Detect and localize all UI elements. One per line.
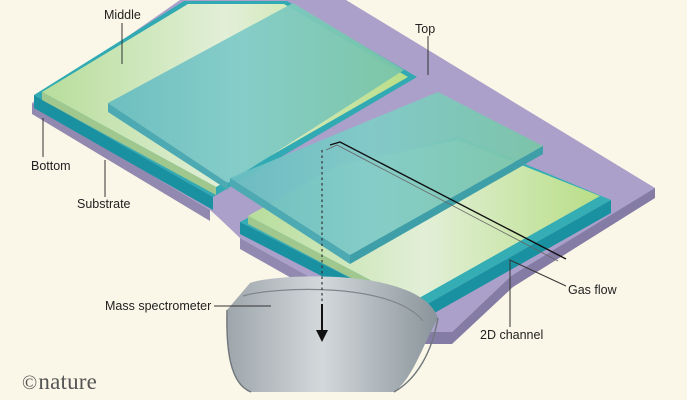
label-gas-flow: Gas flow bbox=[568, 283, 618, 297]
2d-channel-line bbox=[325, 141, 567, 262]
flow-direction-arrow bbox=[316, 150, 328, 342]
copyright-symbol: © bbox=[22, 372, 38, 394]
label-mass-spectrometer: Mass spectrometer bbox=[105, 299, 211, 313]
label-middle: Middle bbox=[104, 8, 141, 22]
label-2d-channel: 2D channel bbox=[480, 328, 543, 342]
mass-spectrometer-body bbox=[226, 276, 439, 393]
callout-lines bbox=[42, 23, 567, 327]
label-top: Top bbox=[415, 22, 435, 36]
publisher-name: nature bbox=[38, 369, 98, 394]
label-substrate: Substrate bbox=[77, 197, 131, 211]
publisher-logo: ©nature bbox=[22, 369, 97, 396]
top-layer bbox=[108, 3, 543, 264]
label-bottom: Bottom bbox=[31, 159, 71, 173]
